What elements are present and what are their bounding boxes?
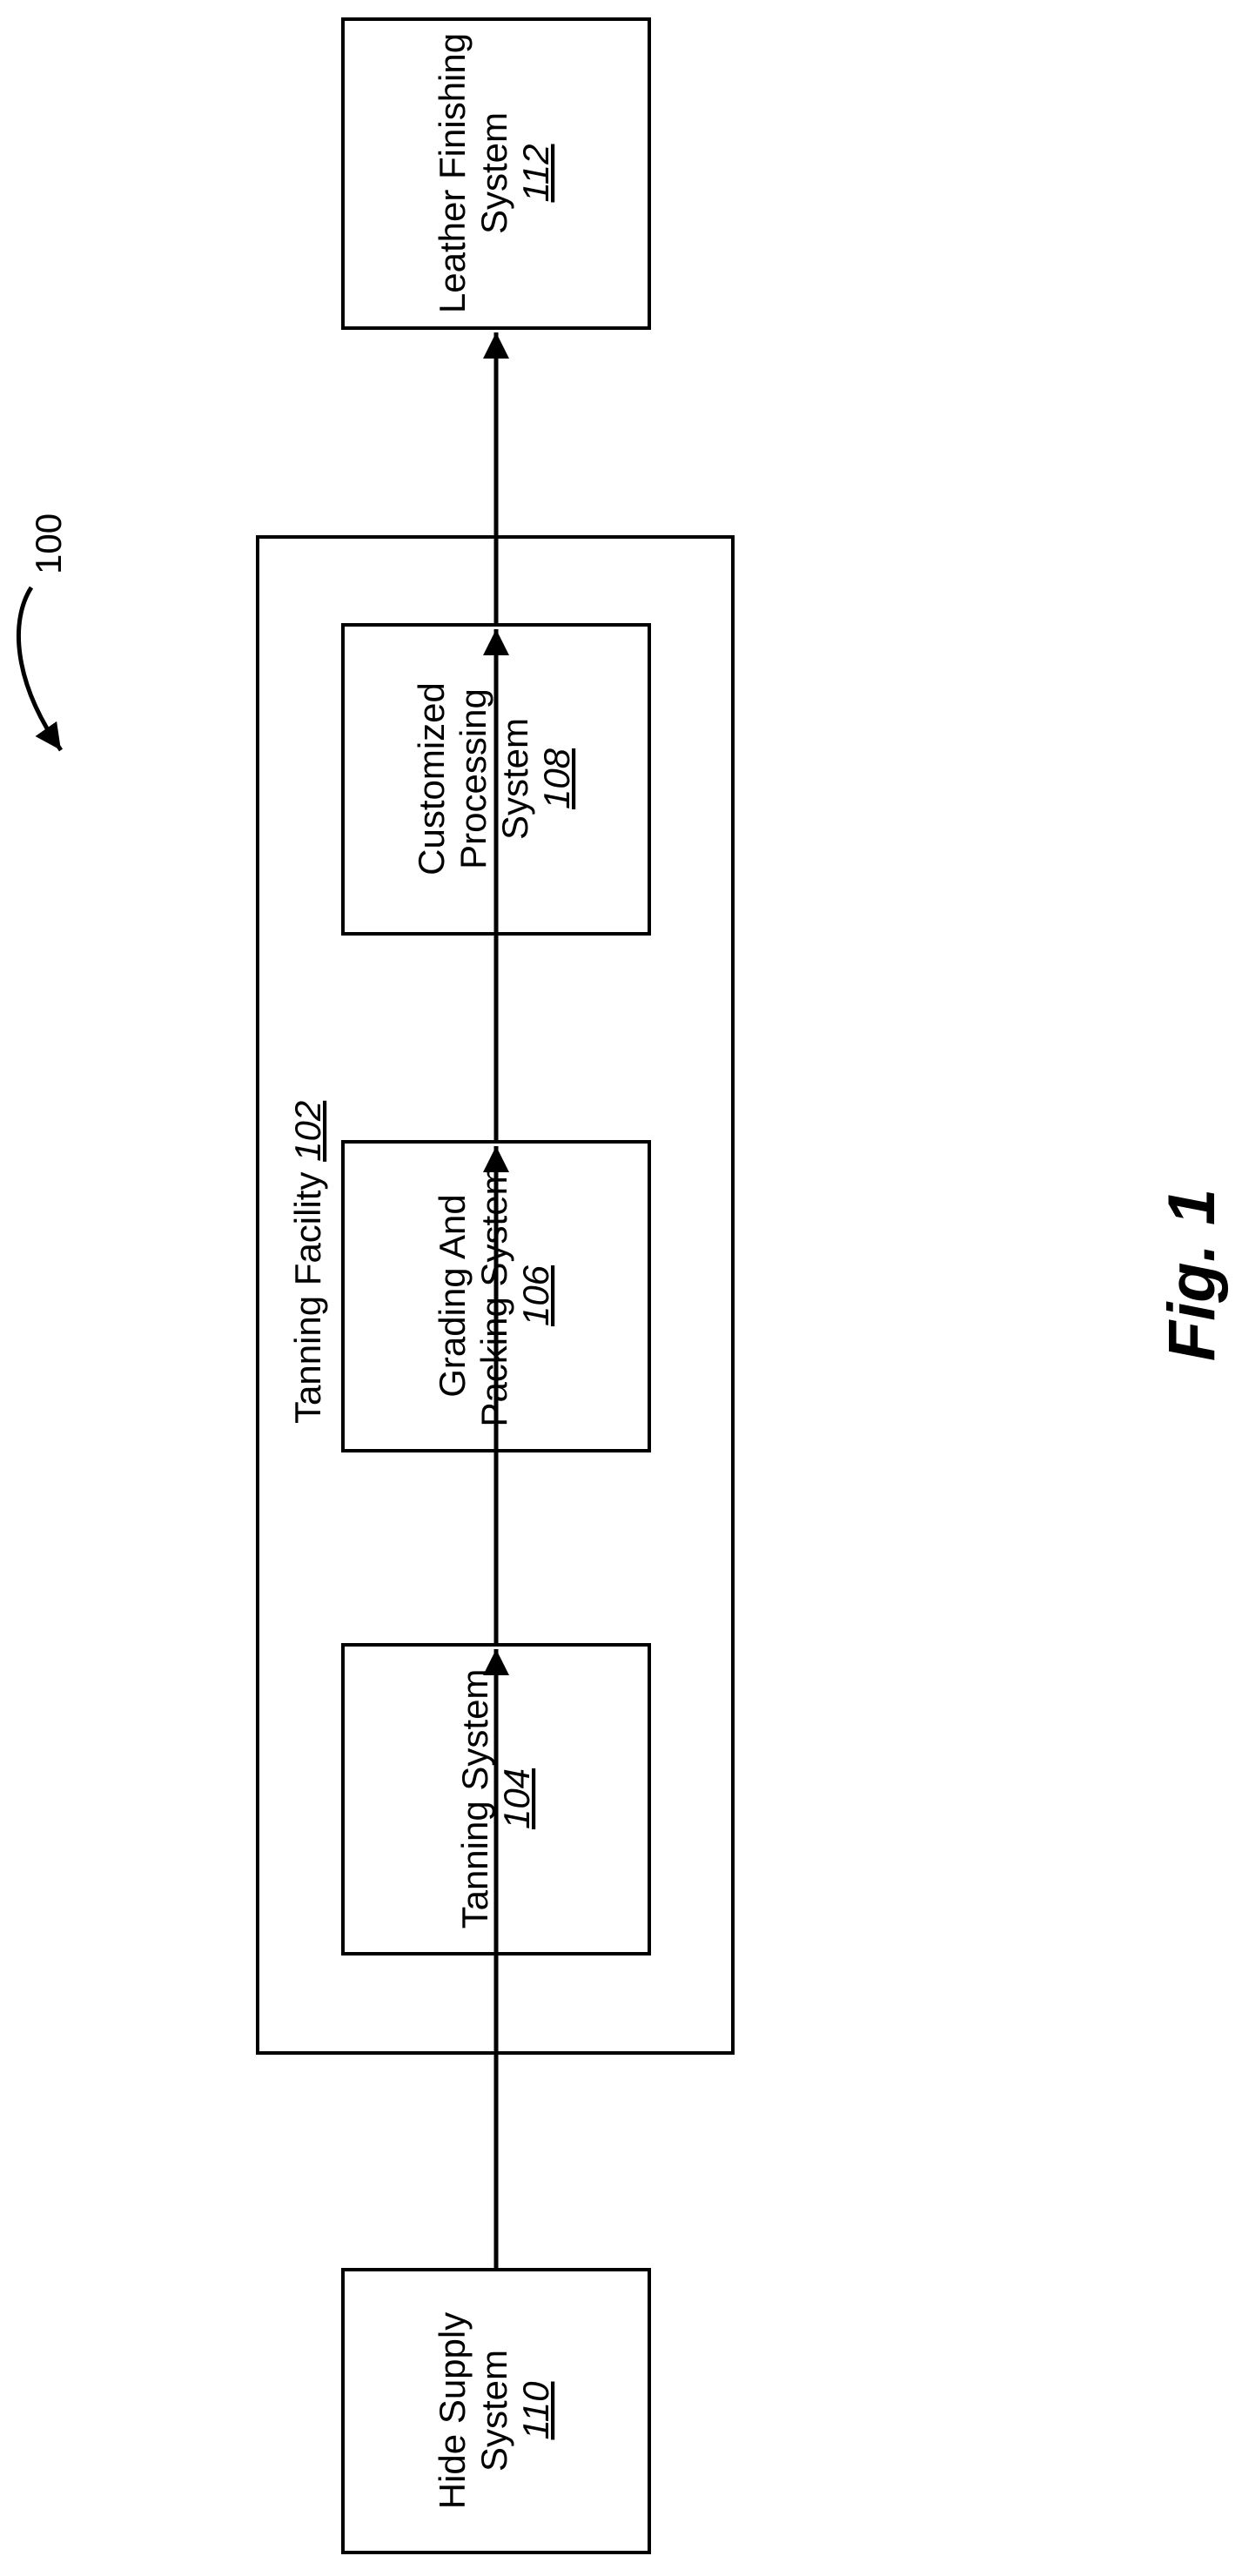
svg-text:108: 108	[536, 748, 577, 809]
svg-text:Hide Supply: Hide Supply	[432, 2312, 473, 2509]
svg-text:112: 112	[515, 144, 556, 203]
svg-text:Leather Finishing: Leather Finishing	[432, 33, 473, 313]
svg-text:110: 110	[515, 2381, 556, 2440]
svg-text:106: 106	[515, 1265, 556, 1326]
svg-text:System: System	[473, 2350, 514, 2472]
svg-text:System: System	[473, 112, 514, 234]
svg-text:Grading And: Grading And	[432, 1194, 473, 1398]
reference-curved-arrow	[18, 587, 61, 750]
svg-text:System: System	[494, 718, 535, 840]
svg-text:Customized: Customized	[411, 682, 452, 875]
svg-text:Processing: Processing	[453, 688, 493, 869]
svg-text:Tanning System: Tanning System	[454, 1669, 495, 1929]
svg-text:104: 104	[496, 1768, 537, 1829]
reference-numeral-100: 100	[28, 513, 69, 574]
figure-label: Fig. 1	[1155, 1189, 1229, 1361]
tanning-facility-label: Tanning Facility 102	[287, 1101, 328, 1424]
